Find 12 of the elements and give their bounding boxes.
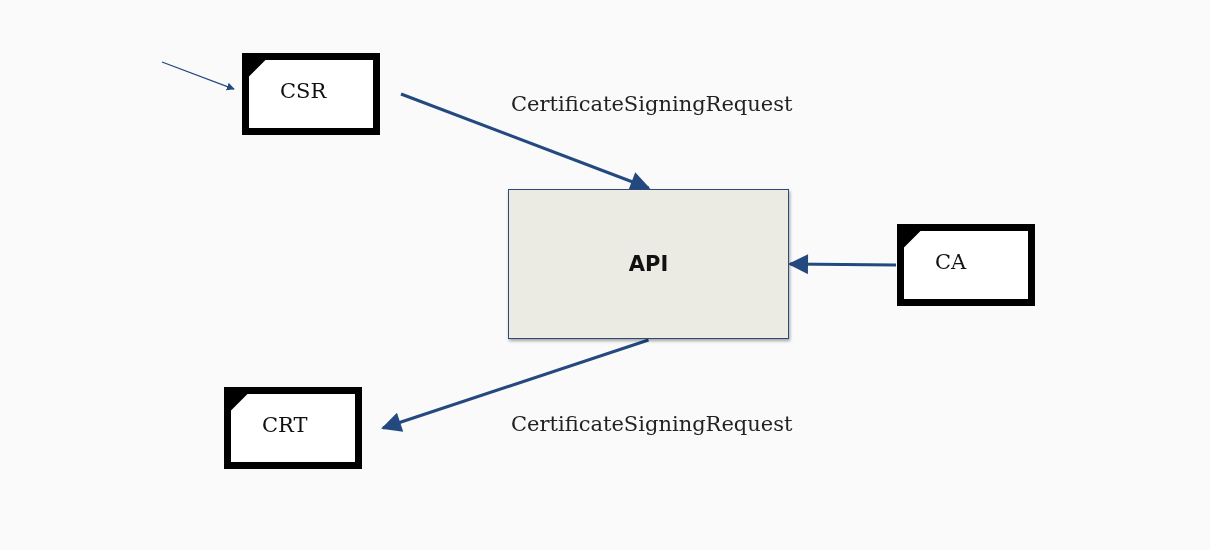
document-label: CSR xyxy=(280,79,327,103)
api-label: API xyxy=(627,252,670,276)
api-panel xyxy=(508,189,789,339)
arrow xyxy=(381,338,649,432)
document-shape xyxy=(242,53,380,135)
arrow xyxy=(161,61,235,91)
document-shape xyxy=(224,387,362,469)
document-shape xyxy=(897,224,1035,306)
document-label: CRT xyxy=(262,413,308,437)
document-label: CA xyxy=(935,250,967,274)
arrow xyxy=(788,254,896,275)
arrow xyxy=(400,92,651,191)
